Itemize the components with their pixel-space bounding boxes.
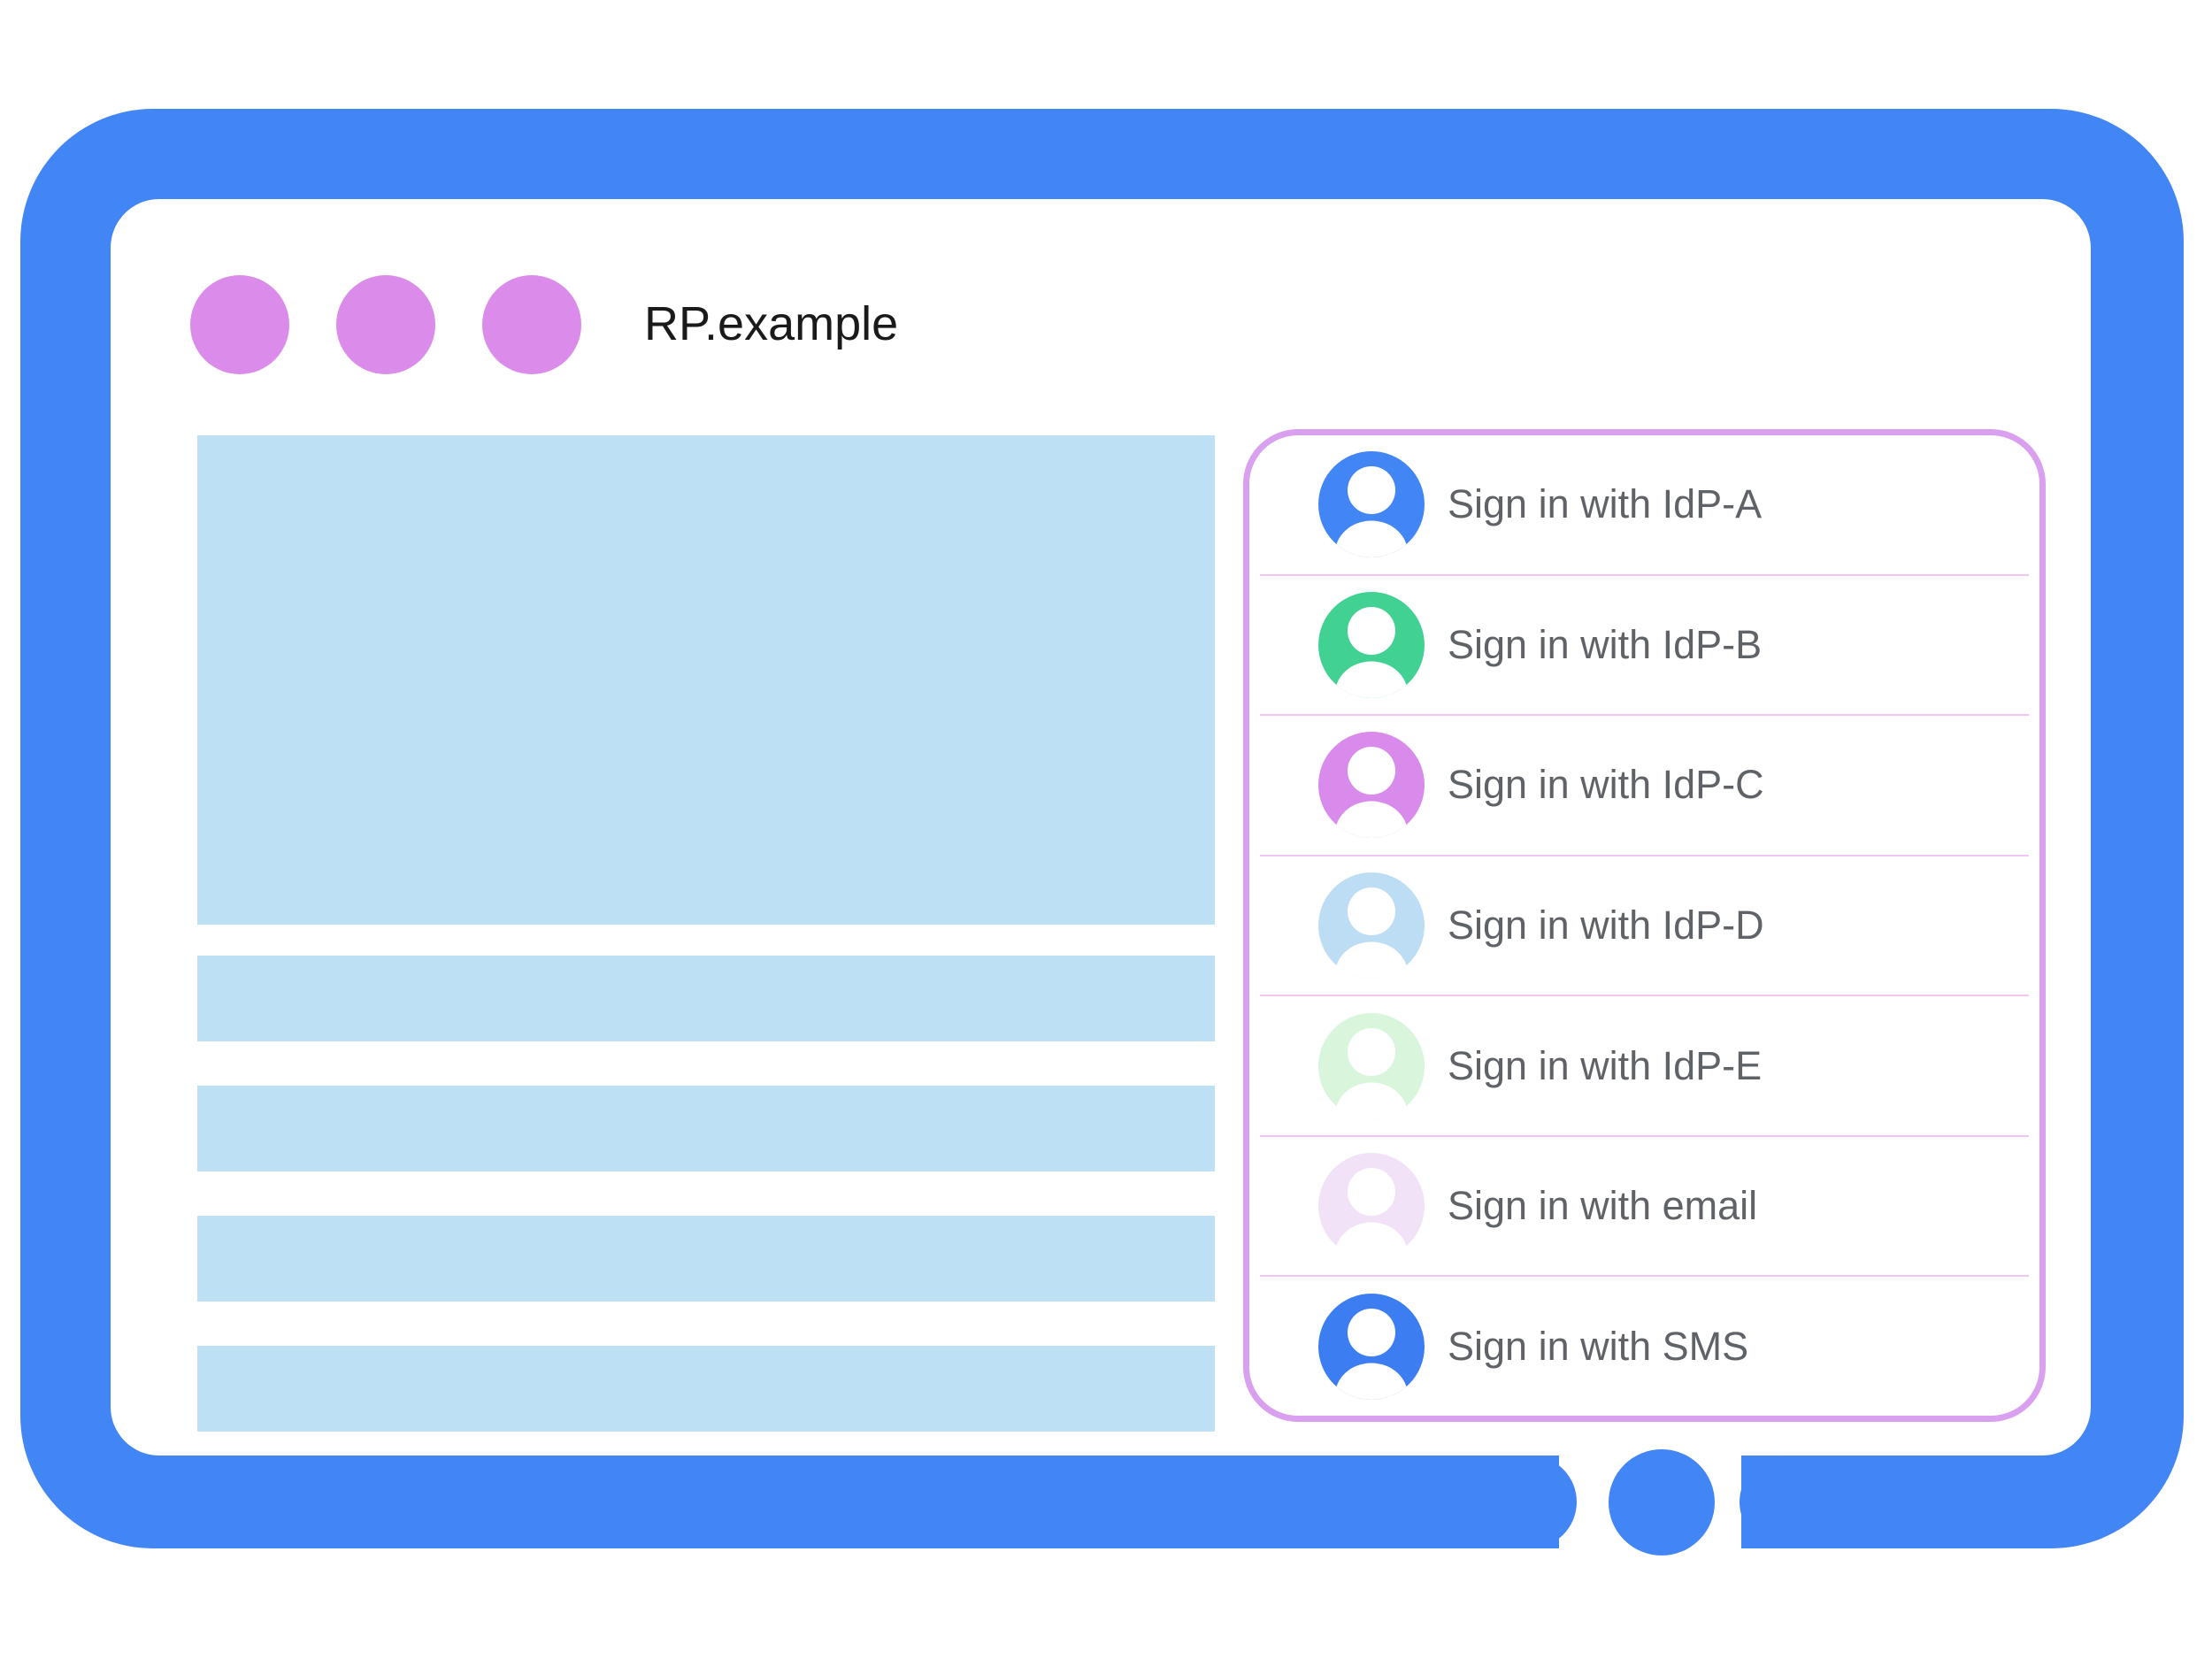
content-placeholder-line <box>197 1086 1215 1171</box>
content-placeholder-block <box>197 435 1215 925</box>
window-control-dot[interactable] <box>190 275 289 374</box>
person-icon <box>1318 1293 1425 1400</box>
signin-row-label: Sign in with IdP-A <box>1448 481 1763 527</box>
signin-row-label: Sign in with IdP-B <box>1448 621 1763 667</box>
person-icon <box>1318 1153 1425 1260</box>
row-separator <box>1260 573 2029 576</box>
signin-row-idp-a[interactable]: Sign in with IdP-A <box>1249 435 2039 574</box>
window-control-dot[interactable] <box>482 275 581 374</box>
person-icon <box>1318 451 1425 558</box>
row-separator <box>1260 714 2029 717</box>
signin-row-sms[interactable]: Sign in with SMS <box>1249 1277 2039 1416</box>
content-placeholder-line <box>197 1216 1215 1302</box>
signin-row-label: Sign in with email <box>1448 1183 1758 1229</box>
signin-row-idp-c[interactable]: Sign in with IdP-C <box>1249 716 2039 855</box>
signin-row-idp-b[interactable]: Sign in with IdP-B <box>1249 576 2039 715</box>
home-button[interactable] <box>1609 1449 1715 1555</box>
signin-row-label: Sign in with IdP-C <box>1448 762 1764 808</box>
signin-row-idp-e[interactable]: Sign in with IdP-E <box>1249 996 2039 1135</box>
person-icon <box>1318 591 1425 698</box>
signin-dialog: Sign in with IdP-A Sign in with IdP-B Sign… <box>1243 429 2046 1422</box>
signin-row-label: Sign in with IdP-E <box>1448 1042 1763 1088</box>
signin-dialog-rows: Sign in with IdP-A Sign in with IdP-B Sign… <box>1249 435 2039 1416</box>
signin-row-label: Sign in with SMS <box>1448 1323 1749 1369</box>
signin-row-idp-d[interactable]: Sign in with IdP-D <box>1249 856 2039 995</box>
signin-row-email[interactable]: Sign in with email <box>1249 1137 2039 1276</box>
window-control-dot[interactable] <box>336 275 435 374</box>
signin-row-label: Sign in with IdP-D <box>1448 902 1764 949</box>
frame-notch-left-cap <box>1495 1455 1577 1548</box>
row-separator <box>1260 995 2029 997</box>
frame-notch-right-cap <box>1740 1455 1821 1548</box>
person-icon <box>1318 872 1425 979</box>
row-separator <box>1260 854 2029 856</box>
content-placeholder-line <box>197 956 1215 1041</box>
window-controls <box>190 275 581 374</box>
row-separator <box>1260 1134 2029 1137</box>
person-icon <box>1318 732 1425 839</box>
row-separator <box>1260 1275 2029 1278</box>
person-icon <box>1318 1012 1425 1119</box>
content-placeholder-line <box>197 1346 1215 1432</box>
page-title: RP.example <box>644 296 899 350</box>
